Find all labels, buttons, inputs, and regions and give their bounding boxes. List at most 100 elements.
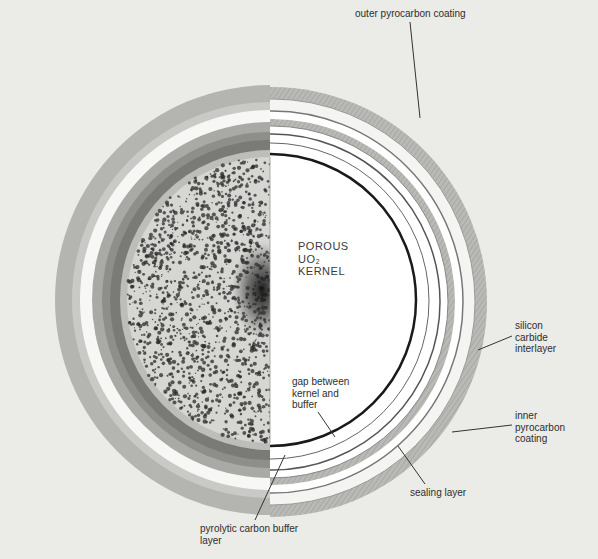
porosity-dot: [148, 276, 152, 280]
porosity-dot: [188, 230, 192, 234]
porosity-dot: [225, 317, 229, 321]
porosity-dot: [177, 287, 181, 291]
porosity-dot: [209, 389, 210, 390]
porosity-dot: [145, 242, 146, 243]
porosity-dot: [261, 395, 264, 398]
porosity-dot: [245, 168, 249, 172]
porosity-dot: [210, 305, 214, 309]
porosity-dot: [249, 197, 252, 200]
porosity-dot: [260, 374, 261, 375]
porosity-dot: [192, 216, 196, 220]
porosity-dot: [149, 356, 151, 358]
porosity-dot: [209, 383, 212, 386]
porosity-dot: [150, 285, 152, 287]
porosity-dot: [242, 201, 245, 204]
porosity-dot: [133, 338, 135, 340]
porosity-dot: [194, 415, 197, 418]
porosity-dot: [212, 194, 215, 197]
porosity-dot: [191, 354, 194, 357]
part-label: outer pyrocarbon coating: [355, 8, 555, 20]
porosity-dot: [237, 324, 239, 326]
porosity-dot: [219, 393, 222, 396]
porosity-dot: [202, 282, 204, 284]
porosity-dot: [197, 182, 201, 186]
porosity-dot: [264, 217, 266, 219]
porosity-dot: [254, 164, 258, 168]
porosity-dot: [166, 329, 170, 333]
porosity-dot: [172, 376, 175, 379]
porosity-dot: [183, 274, 187, 278]
porosity-dot: [167, 244, 170, 247]
porosity-dot: [159, 249, 162, 252]
porosity-dot: [167, 234, 169, 236]
porosity-dot: [259, 229, 262, 232]
porosity-dot: [192, 315, 196, 319]
porosity-dot: [242, 172, 245, 175]
porosity-dot: [236, 242, 239, 245]
porosity-dot: [211, 252, 212, 253]
porosity-dot: [202, 265, 206, 269]
porosity-dot: [206, 281, 210, 285]
porosity-dot: [152, 319, 154, 321]
porosity-dot: [182, 281, 185, 284]
porosity-dot: [225, 193, 227, 195]
porosity-dot: [180, 333, 182, 335]
porosity-dot: [230, 414, 234, 418]
porosity-dot: [166, 291, 168, 293]
porosity-dot: [189, 395, 191, 397]
porosity-dot: [181, 319, 183, 321]
porosity-dot: [192, 334, 196, 338]
porosity-dot: [203, 335, 206, 338]
porosity-dot: [177, 363, 180, 366]
porosity-dot: [240, 413, 243, 416]
porosity-dot: [247, 359, 250, 362]
porosity-dot: [175, 398, 176, 399]
porosity-dot: [150, 362, 153, 365]
porosity-dot: [224, 228, 227, 231]
porosity-dot: [168, 222, 169, 223]
porosity-dot: [188, 382, 189, 383]
porosity-dot: [224, 420, 227, 423]
porosity-dot: [172, 209, 174, 211]
porosity-dot: [227, 431, 230, 434]
porosity-dot: [218, 191, 221, 194]
porosity-dot: [139, 311, 142, 314]
porosity-dot: [190, 236, 191, 237]
porosity-dot: [186, 285, 187, 286]
porosity-dot: [239, 402, 243, 406]
porosity-dot: [152, 236, 154, 238]
porosity-dot: [191, 206, 195, 210]
porosity-dot: [213, 176, 216, 179]
porosity-dot: [147, 374, 150, 377]
porosity-dot: [156, 224, 158, 226]
porosity-dot: [259, 200, 263, 204]
porosity-dot: [142, 273, 145, 276]
porosity-dot: [178, 397, 180, 399]
porosity-dot: [196, 235, 199, 238]
porosity-dot: [212, 219, 213, 220]
porosity-dot: [264, 189, 267, 192]
porosity-dot: [206, 213, 210, 217]
porosity-dot: [221, 175, 225, 179]
porosity-dot: [158, 209, 162, 213]
porosity-dot: [213, 347, 215, 349]
porosity-dot: [153, 360, 156, 363]
porosity-dot: [169, 196, 172, 199]
porosity-dot: [257, 342, 260, 345]
porosity-dot: [198, 323, 199, 324]
porosity-dot: [246, 232, 250, 236]
porosity-dot: [131, 285, 135, 289]
porosity-dot: [178, 261, 182, 265]
porosity-dot: [188, 341, 191, 344]
porosity-dot: [162, 222, 165, 225]
porosity-dot: [152, 369, 155, 372]
porosity-dot: [216, 221, 217, 222]
porosity-dot: [201, 374, 205, 378]
porosity-dot: [192, 276, 194, 278]
porosity-dot: [231, 211, 233, 213]
part-label: inner pyrocarbon coating: [515, 410, 577, 445]
porosity-dot: [140, 259, 143, 262]
porosity-dot: [239, 349, 243, 353]
porosity-dot: [255, 340, 257, 342]
